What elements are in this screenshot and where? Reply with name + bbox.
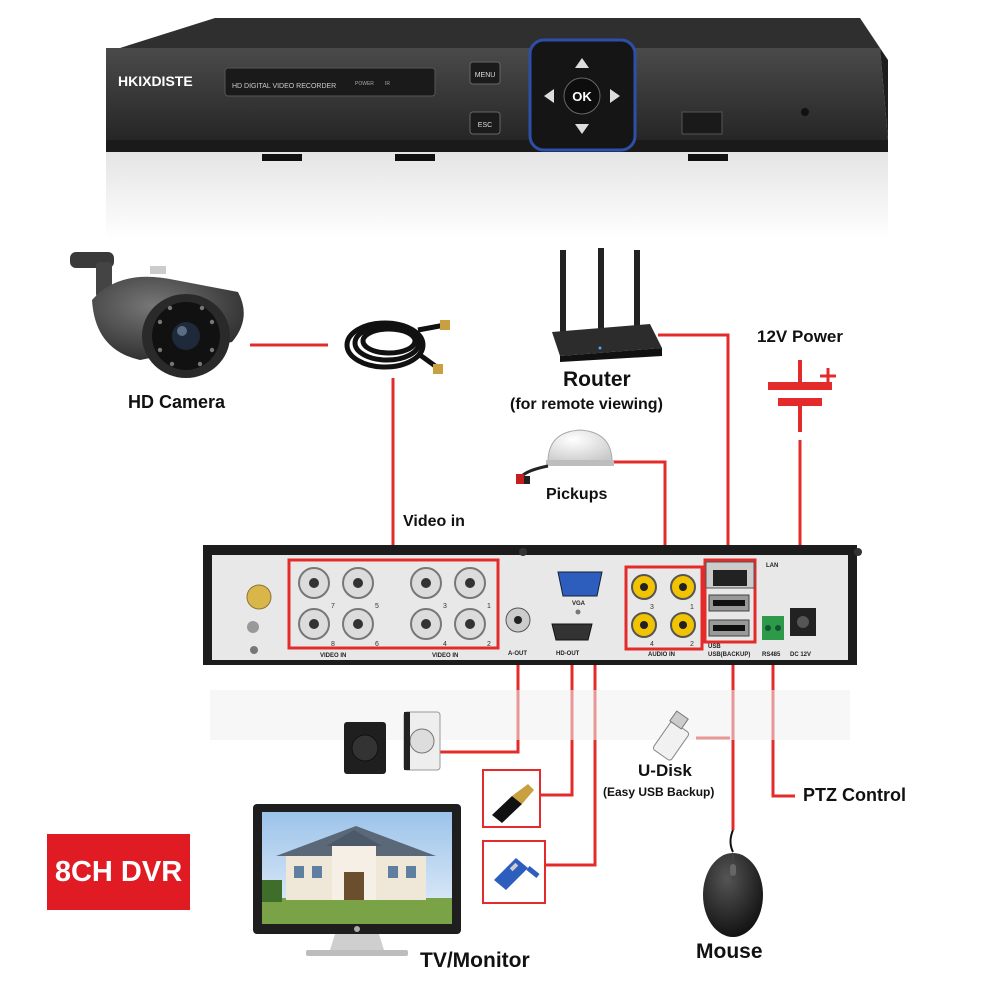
audio-number: 4 [650,641,654,648]
router-sublabel: (for remote viewing) [510,396,663,413]
vga-port-label: VGA [572,601,586,607]
video-in-port-label: VIDEO IN [432,653,458,659]
tv-monitor-icon [253,804,461,956]
bnc-connectors [298,567,486,640]
hd-camera-label: HD Camera [128,392,226,412]
pickups-label: Pickups [546,486,608,503]
dvr-power-text: POWER [355,81,374,87]
audio-in-port-label: AUDIO IN [648,652,675,658]
hdmi-cable-icon [482,769,541,828]
bnc-number: 4 [443,641,447,648]
menu-button-label[interactable]: MENU [475,72,496,79]
bnc-number: 7 [331,603,335,610]
bnc-number: 8 [331,641,335,648]
pickup-microphone-icon [516,429,614,484]
bnc-number: 5 [375,603,379,610]
bnc-number: 2 [487,641,491,648]
usb-port-label: USB [708,644,721,650]
video-in-label: Video in [403,513,465,530]
rear-panel-port-labels: VIDEO IN VIDEO IN A-OUT HD-OUT VGA AUDIO… [320,563,811,659]
udisk-label: U-Disk [638,761,692,780]
8ch-dvr-badge: 8CH DVR [47,834,190,910]
speakers-icon [344,711,441,774]
power-plug-icon [433,364,443,374]
audio-number: 1 [690,604,694,611]
dvr-front-unit [106,18,888,240]
dvr-panel-text: HD DIGITAL VIDEO RECORDER [232,83,336,90]
rca-audio-connectors [631,574,696,638]
router-icon [552,248,662,362]
dvr-ir-text: IR [385,81,390,87]
mouse-icon [703,829,763,937]
mouse-label: Mouse [696,940,763,963]
esc-button-label[interactable]: ESC [478,122,492,129]
bnc-number: 6 [375,641,379,648]
power-label: 12V Power [757,327,843,346]
ok-button-label[interactable]: OK [572,89,592,104]
aout-port-label: A-OUT [508,651,527,657]
ptz-control-label: PTZ Control [803,785,906,805]
video-in-port-label: VIDEO IN [320,653,346,659]
bnc-port-numbers: 7 5 8 6 3 1 4 2 3 1 4 2 [331,603,694,648]
usb-stick-icon [652,710,690,761]
bnc-number: 3 [443,603,447,610]
bnc-cable-coil-icon [344,320,446,371]
dvr-rear-panel [203,545,862,740]
hd-camera-icon [70,252,244,378]
dc-port-label: DC 12V [790,652,811,658]
rs485-port-label: RS485 [762,652,781,658]
usb-backup-port-label: USB(BACKUP) [708,652,750,658]
audio-number: 2 [690,641,694,648]
lan-port-label: LAN [766,563,778,569]
audio-number: 3 [650,604,654,611]
power-symbol-icon [768,360,836,432]
dvr-brand-logo: HKIXDISTE [118,73,193,89]
bnc-plug-icon [440,320,450,330]
vga-cable-icon [482,840,546,904]
router-label: Router [563,368,631,391]
hdout-port-label: HD-OUT [556,651,580,657]
tv-monitor-label: TV/Monitor [420,949,530,972]
udisk-sublabel: (Easy USB Backup) [603,785,715,799]
bnc-number: 1 [487,603,491,610]
